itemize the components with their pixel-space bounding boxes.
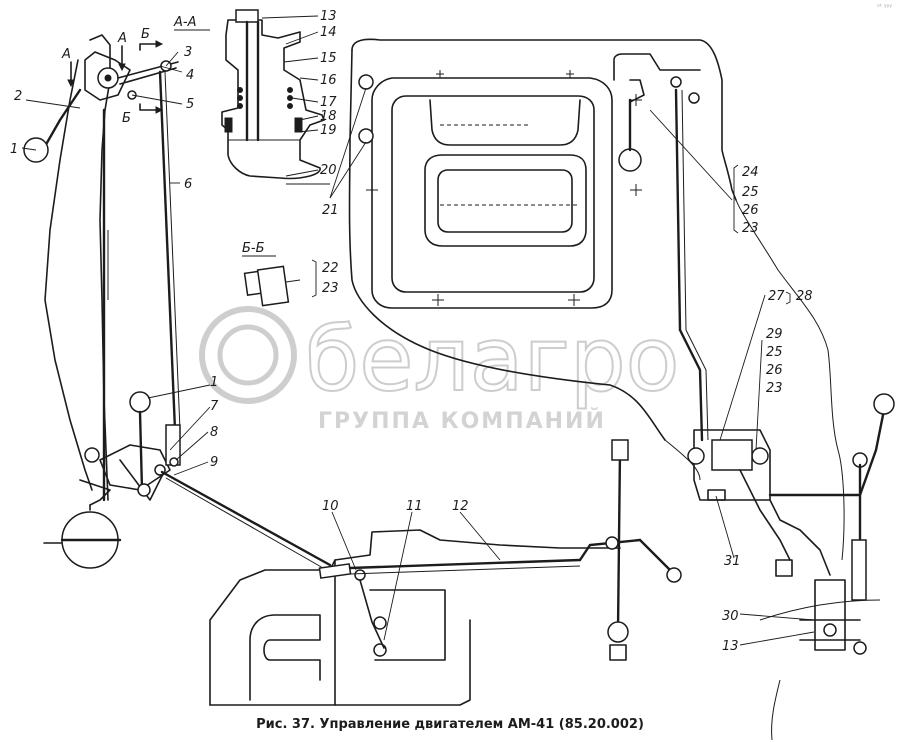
- callout-29: 29: [766, 327, 783, 342]
- callout-25-top: 25: [742, 185, 759, 200]
- callout-24: 24: [742, 165, 759, 180]
- callout-16: 16: [320, 73, 337, 88]
- section-mark-a-mid: А: [117, 31, 127, 46]
- callout-26-mid: 26: [766, 363, 783, 378]
- right-linkage: [613, 53, 895, 655]
- callout-22: 22: [322, 261, 339, 276]
- hand-lever-assembly: [119, 391, 332, 573]
- callout-braces: [311, 164, 791, 305]
- callout-31: 31: [724, 554, 741, 569]
- callout-leaders: [21, 15, 815, 646]
- callout-11: 11: [406, 499, 423, 514]
- callout-3: 3: [184, 45, 192, 60]
- engine-block: [209, 439, 682, 706]
- callout-numbers: 1 2 3 4 5 6 1 7 8 9 10 11 12 13 14 15 16…: [10, 9, 813, 654]
- callout-10: 10: [322, 499, 339, 514]
- callout-12: 12: [452, 499, 469, 514]
- figure-caption: Рис. 37. Управление двигателем АМ-41 (85…: [256, 717, 644, 732]
- section-mark-b-bottom: Б: [122, 111, 131, 126]
- callout-23-mid: 23: [766, 381, 783, 396]
- callout-13-low: 13: [722, 639, 739, 654]
- callout-1-low: 1: [210, 375, 218, 390]
- callout-8: 8: [210, 425, 218, 440]
- callout-1-top: 1: [10, 142, 18, 157]
- callout-25-mid: 25: [766, 345, 783, 360]
- watermark: белагро ГРУППА КОМПАНИЙ: [199, 306, 681, 434]
- corner-mark: ᵒᵗ ʸʸʸ: [876, 3, 892, 11]
- section-bb-detail: [243, 265, 301, 307]
- callout-18: 18: [320, 109, 337, 124]
- callout-4: 4: [186, 68, 194, 83]
- section-arrows: [67, 40, 164, 114]
- callout-27: 27: [768, 289, 785, 304]
- callout-26-top: 26: [742, 203, 759, 218]
- cab-floor-outline: [348, 38, 881, 741]
- section-label-bb: Б-Б: [242, 241, 265, 256]
- callout-13-top: 13: [320, 9, 337, 24]
- floor-hatch: [358, 70, 642, 309]
- callout-17: 17: [320, 95, 337, 110]
- watermark-logo: белагро: [305, 308, 680, 411]
- callout-23-bb: 23: [322, 281, 339, 296]
- callout-5: 5: [186, 97, 194, 112]
- callout-15: 15: [320, 51, 337, 66]
- callout-9: 9: [210, 455, 218, 470]
- callout-6: 6: [184, 177, 192, 192]
- callout-23-top: 23: [742, 221, 759, 236]
- callout-19: 19: [320, 123, 337, 138]
- section-mark-b-top: Б: [141, 27, 150, 42]
- callout-28: 28: [796, 289, 813, 304]
- callout-20: 20: [320, 163, 337, 178]
- section-label-aa: А-А: [173, 15, 196, 30]
- watermark-subtitle: ГРУППА КОМПАНИЙ: [318, 408, 606, 434]
- callout-2: 2: [14, 89, 22, 104]
- callout-21: 21: [322, 203, 339, 218]
- section-aa-detail: [221, 9, 330, 185]
- callout-14: 14: [320, 25, 337, 40]
- section-labels: А-А Б-Б А А Б Б: [61, 15, 276, 257]
- callout-7: 7: [210, 399, 219, 414]
- left-pedal-assembly: [23, 34, 181, 569]
- section-mark-a-left: А: [61, 47, 71, 62]
- callout-30: 30: [722, 609, 739, 624]
